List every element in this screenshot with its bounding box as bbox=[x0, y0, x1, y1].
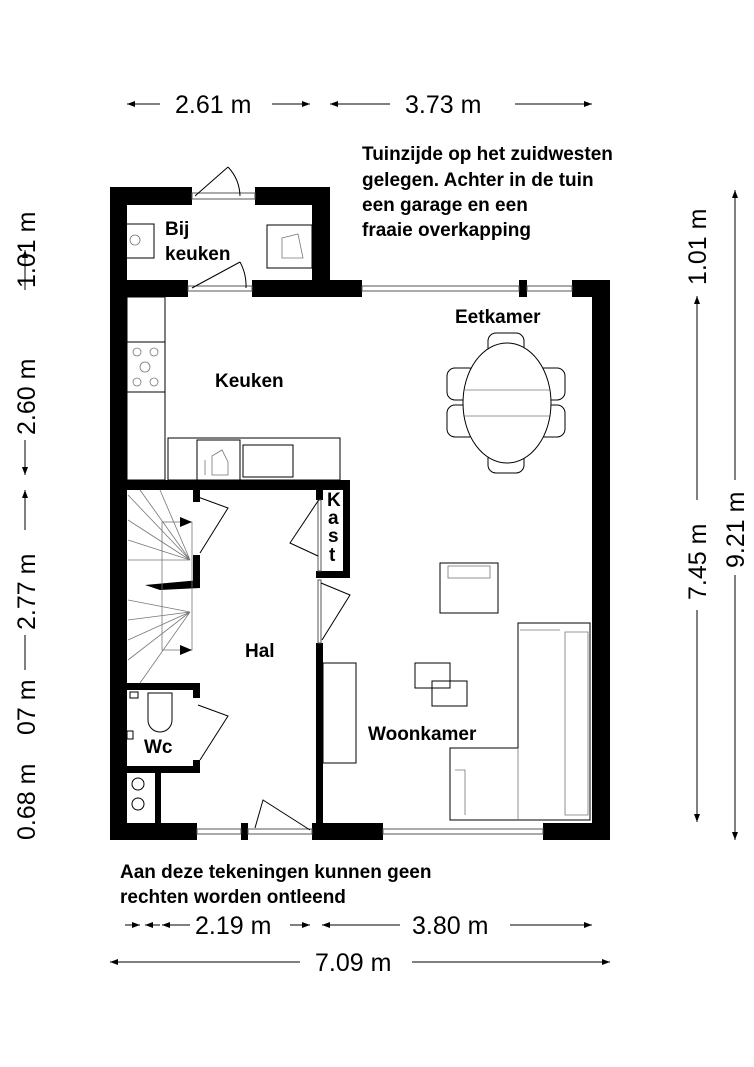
dimension-label: 2.19 m bbox=[195, 912, 271, 940]
room-label-bijkeuken: Bij bbox=[165, 219, 189, 240]
walls bbox=[110, 187, 610, 840]
room-label-keuken: Keuken bbox=[215, 371, 284, 392]
note-line: Tuinzijde op het zuidwesten bbox=[362, 144, 613, 165]
orientation-note: Tuinzijde op het zuidwesten gelegen. Ach… bbox=[362, 144, 613, 241]
living-furniture bbox=[322, 562, 591, 821]
dimension-label: 0.68 m bbox=[13, 764, 41, 840]
boiler-icon bbox=[125, 223, 155, 259]
dimension-label: 7.09 m bbox=[315, 949, 391, 977]
room-label-hal: Hal bbox=[245, 641, 275, 662]
doors bbox=[191, 166, 351, 831]
note-line: rechten worden ontleend bbox=[120, 887, 346, 908]
room-label-wc: Wc bbox=[144, 737, 173, 758]
note-line: gelegen. Achter in de tuin bbox=[362, 170, 594, 191]
right-dimensions: 1.01 m 7.45 m 9.21 m bbox=[684, 190, 750, 840]
note-line: fraaie overkapping bbox=[362, 220, 531, 241]
sink-icon bbox=[242, 444, 294, 478]
dimension-label: 07 m bbox=[13, 679, 41, 735]
disclaimer-note: Aan deze tekeningen kunnen geen rechten … bbox=[120, 862, 431, 908]
toilet-icon bbox=[126, 691, 173, 740]
dimension-label: 3.80 m bbox=[412, 912, 488, 940]
dimension-label: 3.73 m bbox=[405, 91, 481, 119]
dimension-label: 9.21 m bbox=[722, 492, 750, 568]
dimension-label: 1.01 m bbox=[684, 209, 712, 285]
armchair-icon bbox=[439, 562, 499, 614]
room-label-bijkeuken: keuken bbox=[165, 244, 230, 265]
kitchen-fixtures bbox=[125, 223, 341, 481]
bottom-dimensions: 2.19 m 3.80 m 7.09 m bbox=[110, 912, 610, 977]
top-dimensions: 2.61 m 3.73 m bbox=[127, 91, 592, 119]
room-label-eetkamer: Eetkamer bbox=[455, 307, 541, 328]
dining-table-icon bbox=[446, 332, 566, 474]
room-label-woonkamer: Woonkamer bbox=[368, 724, 477, 745]
meter-cupboard-icon bbox=[131, 777, 145, 811]
room-label-kast: s bbox=[328, 526, 339, 547]
tv-cabinet-icon bbox=[322, 662, 357, 764]
sofa-icon bbox=[449, 622, 591, 821]
room-labels: Bij keuken Keuken Eetkamer K a s t Hal W… bbox=[144, 219, 541, 758]
dimension-label: 7.45 m bbox=[684, 524, 712, 600]
room-label-kast: a bbox=[328, 508, 339, 529]
note-line: een garage en een bbox=[362, 195, 528, 216]
dimension-label: 1.01 m bbox=[13, 212, 41, 288]
stove-icon bbox=[126, 341, 166, 393]
dimension-label: 2.60 m bbox=[13, 359, 41, 435]
room-label-kast: K bbox=[327, 490, 341, 511]
dimension-label: 2.77 m bbox=[13, 554, 41, 630]
windows bbox=[187, 192, 573, 835]
note-line: Aan deze tekeningen kunnen geen bbox=[120, 862, 431, 883]
left-dimensions: 1.01 m 2.60 m 2.77 m 07 m 0.68 m bbox=[13, 212, 41, 840]
room-label-kast: t bbox=[329, 545, 336, 566]
dimension-label: 2.61 m bbox=[175, 91, 251, 119]
staircase-icon bbox=[127, 489, 193, 684]
